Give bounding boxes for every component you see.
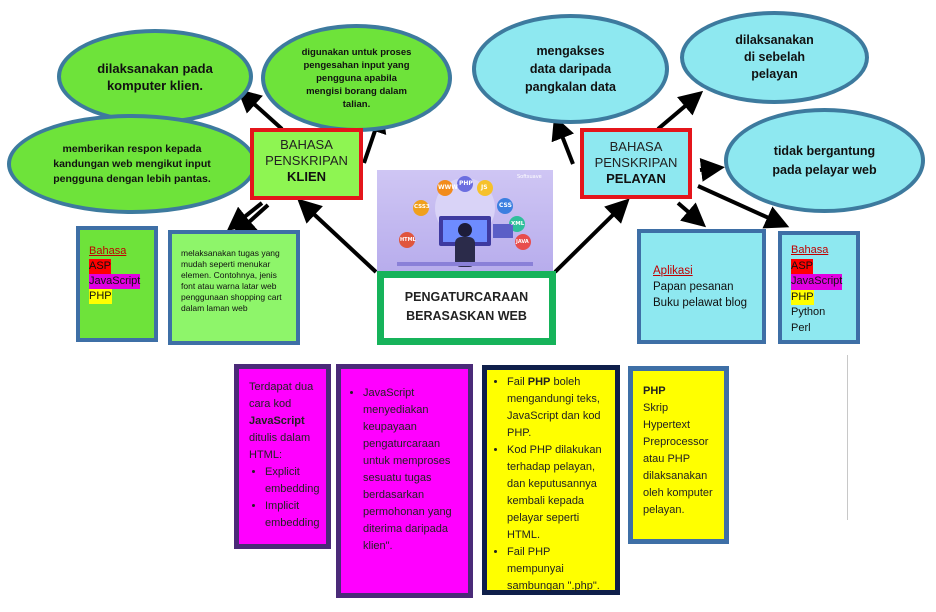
- label-js: JS: [481, 184, 488, 191]
- client-lang-javascript: JavaScript: [89, 274, 141, 289]
- client-label-line2: PENSKRIPAN: [265, 153, 348, 168]
- server-lang-javascript: JavaScript: [791, 274, 843, 290]
- arrow-server-to-ellipse-top-left: [551, 115, 575, 165]
- client-ellipse-top-left: dilaksanakan pada komputer klien.: [57, 29, 253, 124]
- arrow-server-to-lang-box: [697, 184, 790, 229]
- label-xml: XML: [511, 221, 525, 227]
- php-point-3: Fail PHP mempunyai sambungan ".php".: [507, 544, 609, 595]
- label-html: HTML: [400, 237, 416, 243]
- js-embed-line1: Terdapat dua cara kod: [249, 381, 314, 410]
- center-title-line1: PENGATURCARAAN: [404, 290, 529, 304]
- client-ellipse-left: memberikan respon kepada kandungan web m…: [7, 114, 257, 214]
- server-ellipse-right: tidak bergantung pada pelayar web: [724, 108, 925, 213]
- server-lang-python: Python: [791, 306, 826, 318]
- label-php: PHP: [459, 180, 473, 187]
- server-lang-heading: Bahasa: [791, 244, 829, 256]
- client-lang-asp: ASP: [89, 259, 112, 274]
- server-scripting-label: BAHASA PENSKRIPAN PELAYAN: [580, 128, 692, 199]
- js-embed-explicit: Explicit embedding: [265, 464, 319, 498]
- server-label-line1: BAHASA: [609, 139, 663, 154]
- client-ellipse-top-left-text: dilaksanakan pada komputer klien.: [97, 60, 213, 93]
- client-description-text: melaksanakan tugas yang mudah seperti me…: [181, 248, 282, 313]
- note-php-points: Fail PHP boleh mengandungi teks, JavaScr…: [482, 365, 620, 595]
- server-language-box: Bahasa ASP JavaScript PHP Python Perl: [778, 231, 860, 344]
- client-description-box: melaksanakan tugas yang mudah seperti me…: [168, 230, 300, 345]
- html-icon: [399, 232, 415, 248]
- arrow-client-to-desc-box: [232, 203, 270, 238]
- client-ellipse-top-right: digunakan untuk proses pengesahan input …: [261, 24, 452, 132]
- note-php-definition: PHP Skrip Hypertext Preprocessor atau PH…: [628, 366, 729, 544]
- arrow-server-to-ellipse-right: [699, 157, 725, 182]
- server-ellipse-top-left-text: mengakses data daripada pangkalan data: [525, 44, 616, 94]
- client-scripting-label: BAHASA PENSKRIPAN KLIEN: [250, 128, 363, 200]
- server-lang-php: PHP: [791, 289, 814, 305]
- arrow-client-to-ellipse-top-left: [237, 88, 284, 131]
- js-desc-text: JavaScript menyediakan keupayaan pengatu…: [363, 385, 458, 555]
- note-javascript-embedding: Terdapat dua cara kod JavaScript ditulis…: [234, 364, 331, 549]
- brand-label: Softsuave: [517, 174, 542, 180]
- js-embed-implicit: Implicit embedding: [265, 498, 319, 532]
- label-java: JAVA: [516, 239, 529, 245]
- php-def-text: Skrip Hypertext Preprocessor atau PHP di…: [643, 402, 713, 516]
- server-ellipse-top-left: mengakses data daripada pangkalan data: [472, 14, 669, 124]
- server-app-item-2: Buku pelawat blog: [653, 297, 747, 309]
- php-def-bold: PHP: [643, 385, 666, 397]
- web-programming-illustration: WWW PHP JS CSS3 CSS HTML XML JAVA Softsu…: [377, 170, 553, 274]
- server-label-line3: PELAYAN: [606, 171, 666, 186]
- person-icon: [458, 223, 472, 237]
- note-javascript-description: JavaScript menyediakan keupayaan pengatu…: [336, 364, 473, 598]
- js-embed-line2: ditulis dalam HTML:: [249, 432, 311, 461]
- client-language-box: Bahasa ASP JavaScript PHP: [76, 226, 158, 342]
- server-application-box: Aplikasi Papan pesanan Buku pelawat blog: [637, 229, 766, 344]
- center-title-line2: BERASASKAN WEB: [406, 309, 527, 323]
- css3-icon: [413, 200, 429, 216]
- server-app-heading: Aplikasi: [653, 265, 693, 277]
- www-icon: [437, 180, 453, 196]
- client-ellipse-left-text: memberikan respon kepada kandungan web m…: [53, 142, 211, 185]
- server-app-item-1: Papan pesanan: [653, 281, 734, 293]
- js-embed-bold: JavaScript: [249, 415, 305, 427]
- server-ellipse-right-text: tidak bergantung pada pelayar web: [772, 143, 877, 177]
- server-label-line2: PENSKRIPAN: [594, 155, 678, 170]
- java-icon: [515, 234, 531, 250]
- center-title-box: PENGATURCARAAN BERASASKAN WEB: [377, 271, 556, 345]
- client-ellipse-top-right-text: digunakan untuk proses pengesahan input …: [301, 46, 412, 110]
- server-lang-asp: ASP: [791, 258, 814, 274]
- css-icon: [497, 198, 513, 214]
- server-ellipse-top-right-text: dilaksanakan di sebelah pelayan: [735, 33, 814, 81]
- arrow-server-to-app-box: [676, 201, 707, 228]
- php-point-2: Kod PHP dilakukan terhadap pelayan, dan …: [507, 442, 609, 544]
- client-lang-php: PHP: [89, 289, 112, 304]
- server-lang-perl: Perl: [791, 321, 811, 334]
- client-lang-heading: Bahasa: [89, 245, 127, 257]
- label-www: WWW: [438, 184, 458, 191]
- divider-line: [847, 355, 848, 520]
- client-label-line1: BAHASA: [280, 137, 333, 152]
- arrow-center-to-client: [297, 198, 378, 274]
- client-label-line3: KLIEN: [287, 169, 326, 184]
- arrow-center-to-server: [553, 198, 630, 274]
- js-icon: [477, 180, 493, 196]
- label-css3: CSS3: [414, 204, 430, 210]
- php-icon: [457, 176, 473, 192]
- label-css: CSS: [499, 202, 512, 209]
- server-ellipse-top-right: dilaksanakan di sebelah pelayan: [680, 11, 869, 104]
- arrow-server-to-ellipse-top-right: [656, 90, 704, 131]
- php-point-1: Fail PHP boleh mengandungi teks, JavaScr…: [507, 374, 609, 442]
